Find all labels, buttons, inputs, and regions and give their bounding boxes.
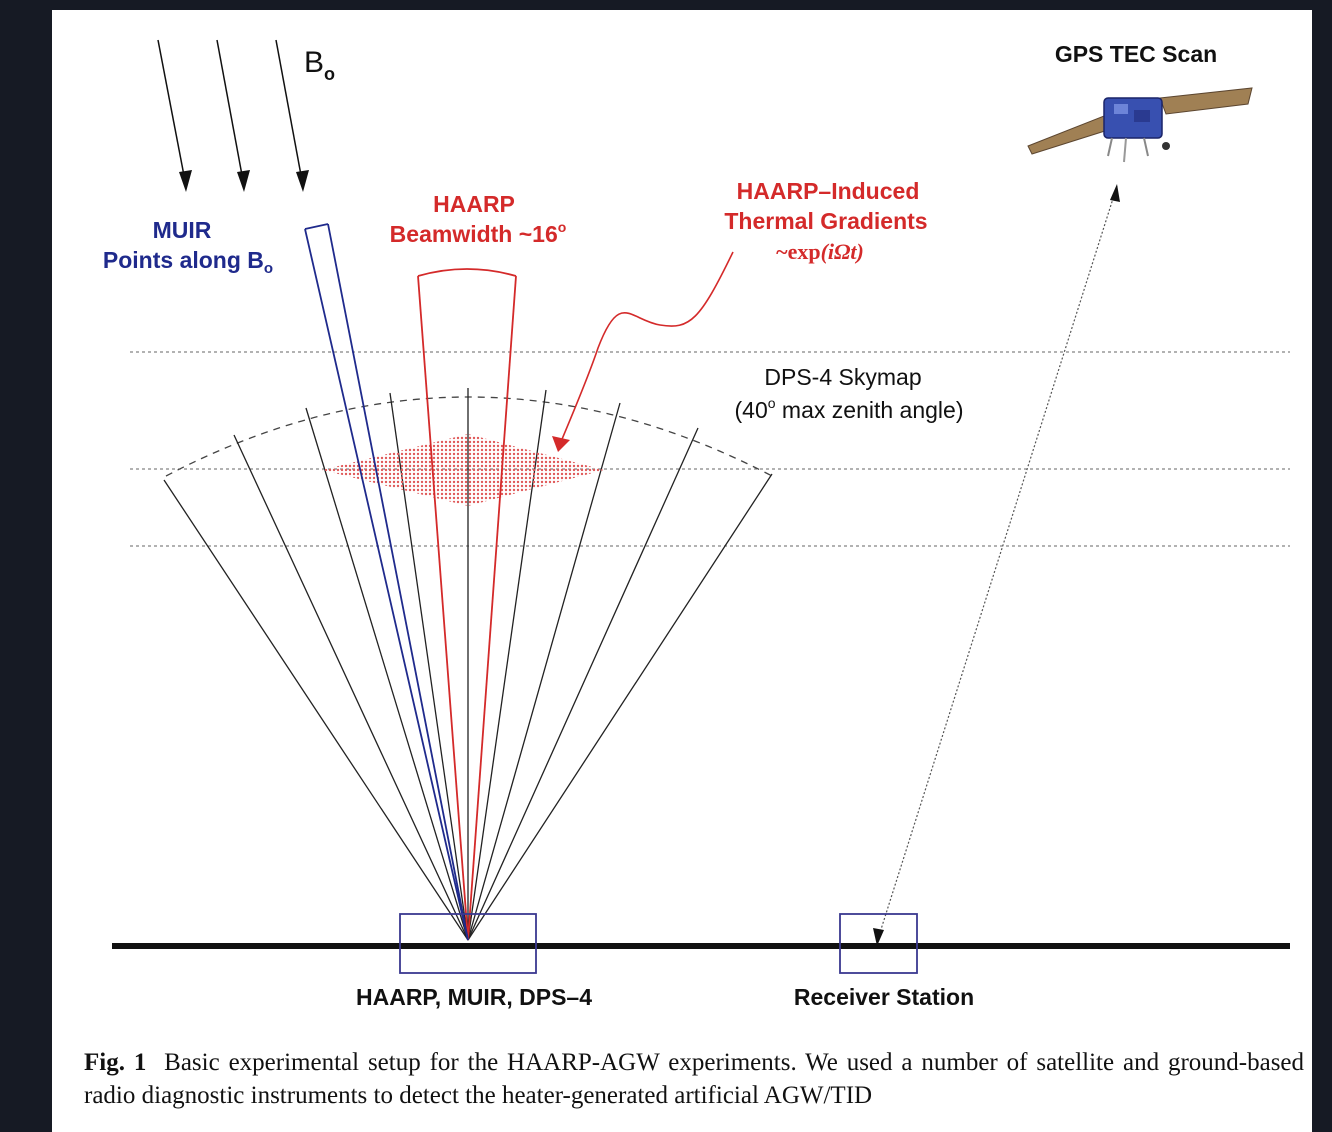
muir-beam-cap <box>304 223 329 230</box>
ionosphere-layers <box>130 351 1290 547</box>
gradients-label-line1: HAARP–Induced <box>737 178 920 204</box>
skymap-label-line2: (40o max zenith angle) <box>735 395 964 423</box>
skymap-label-line1: DPS-4 Skymap <box>764 364 921 390</box>
gradient-arrowhead <box>552 436 570 452</box>
receiver-label: Receiver Station <box>794 984 974 1010</box>
gps-label: GPS TEC Scan <box>1055 41 1217 67</box>
figure-caption: Fig. 1 Basic experimental setup for the … <box>84 1046 1304 1112</box>
site-label: HAARP, MUIR, DPS–4 <box>356 984 592 1010</box>
caption-fig-number: Fig. 1 <box>84 1049 147 1076</box>
gradients-formula: ~exp(iΩt) <box>776 239 864 264</box>
field-arrow-1 <box>157 39 187 187</box>
muir-label-line2: Points along Bo <box>103 247 273 277</box>
field-label: Bo <box>304 46 335 84</box>
haarp-beam <box>417 268 517 941</box>
gps-arrow-down <box>873 928 884 946</box>
gps-satellite-icon <box>1027 87 1253 163</box>
caption-text: Basic experimental setup for the HAARP-A… <box>84 1049 1305 1109</box>
muir-beam <box>304 223 469 941</box>
receiver-box <box>839 913 918 974</box>
gradient-arrow <box>559 251 734 445</box>
gps-arrow-up <box>1110 184 1120 202</box>
heated-region <box>322 434 604 506</box>
haarp-beam-cap <box>417 268 517 277</box>
gradients-label-line2: Thermal Gradients <box>724 208 927 234</box>
magnetic-field-arrows <box>157 39 309 192</box>
haarp-label-line2: Beamwidth ~16o <box>390 219 567 247</box>
site-box <box>399 913 537 974</box>
haarp-label-line1: HAARP <box>433 191 515 217</box>
field-arrow-3 <box>275 39 304 187</box>
field-arrow-2 <box>216 39 245 187</box>
gps-signal-path <box>876 185 1118 943</box>
muir-label-line1: MUIR <box>153 217 212 243</box>
